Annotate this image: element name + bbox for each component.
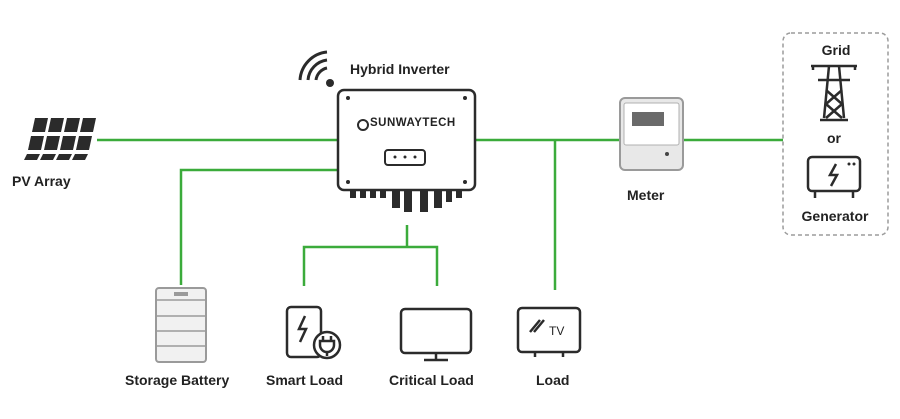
monitor-icon — [399, 307, 473, 362]
grid-tower-icon — [811, 64, 857, 122]
storage-battery-label: Storage Battery — [125, 372, 230, 388]
generator-label: Generator — [801, 208, 869, 224]
connection-lines — [97, 138, 783, 290]
line-backup-bus — [302, 245, 439, 286]
inverter-brand-label: SUNWAYTECH — [370, 117, 456, 129]
or-label: or — [827, 130, 841, 146]
smart-load-icon — [285, 305, 342, 360]
meter-icon — [619, 97, 684, 171]
generator-icon — [806, 155, 862, 198]
tv-label: TV — [549, 324, 565, 338]
line-inverter-battery — [179, 168, 338, 285]
grid-generator-box — [782, 32, 889, 236]
critical-load-label: Critical Load — [389, 372, 474, 388]
meter-label: Meter — [627, 187, 665, 203]
wifi-icon — [298, 50, 334, 87]
hybrid-inverter-label: Hybrid Inverter — [350, 61, 450, 77]
grid-label: Grid — [821, 42, 851, 58]
load-label: Load — [536, 372, 570, 388]
smart-load-label: Smart Load — [266, 372, 344, 388]
battery-icon — [155, 287, 207, 363]
solar-panel-icon — [24, 118, 96, 160]
tv-icon — [516, 306, 582, 357]
inverter-icon — [336, 88, 477, 212]
pv-array-label: PV Array — [12, 173, 71, 189]
